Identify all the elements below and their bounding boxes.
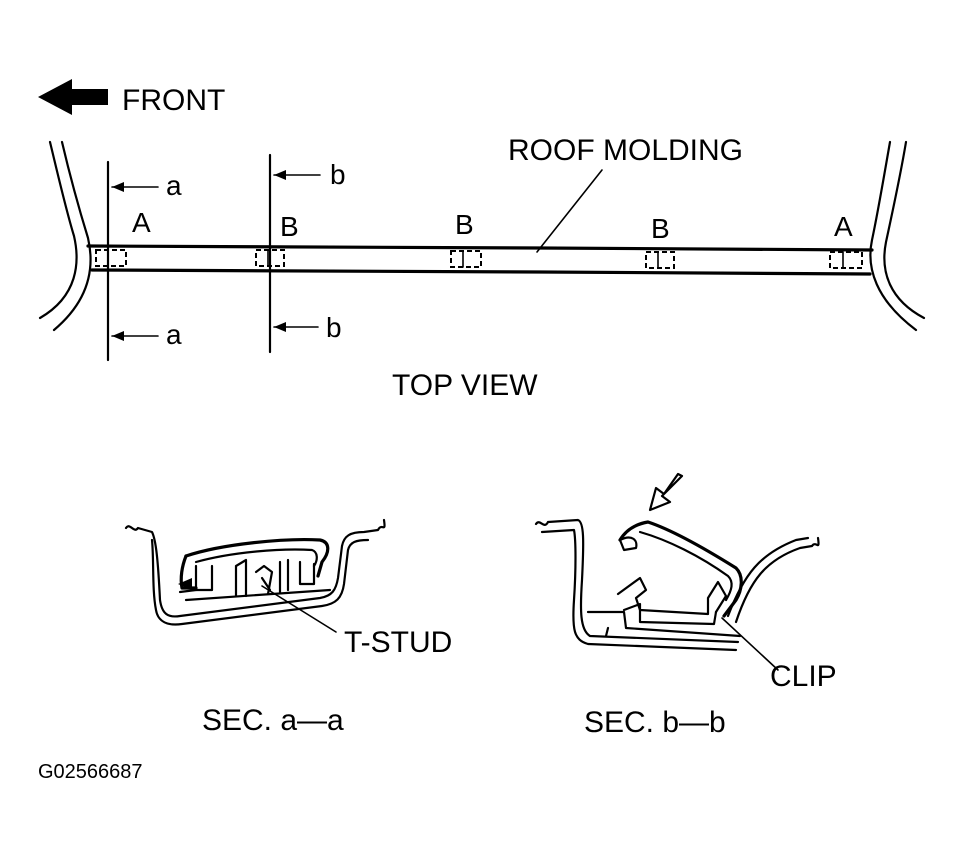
left-pillar — [38, 140, 92, 332]
right-pillar — [869, 140, 926, 332]
clip-leader — [721, 617, 779, 671]
section-a-drawing — [124, 518, 386, 626]
roof-molding-label: ROOF MOLDING — [508, 134, 743, 167]
roof-molding-strip — [86, 244, 874, 276]
press-direction-arrow-icon — [648, 472, 684, 512]
section-mark-b-bottom: b — [326, 312, 342, 343]
roof-molding-leader — [536, 169, 603, 253]
clip-label: CLIP — [770, 660, 837, 693]
section-cut-a — [106, 160, 159, 362]
fastener-letter-a-left: A — [132, 207, 151, 238]
fastener-letter-b-3: B — [651, 213, 670, 244]
front-label: FRONT — [122, 84, 225, 117]
section-mark-a-bottom: a — [166, 319, 182, 350]
front-arrow-icon — [38, 79, 108, 115]
t-stud-label: T-STUD — [344, 626, 452, 659]
t-stud-leader — [261, 585, 337, 633]
fastener-letter-b-1: B — [280, 211, 299, 242]
top-view-caption: TOP VIEW — [392, 369, 538, 402]
section-a-title: SEC. a—a — [202, 704, 344, 737]
figure-id: G02566687 — [38, 761, 143, 783]
fastener-b-3 — [645, 251, 675, 269]
section-cut-b — [268, 153, 321, 354]
section-mark-a-top: a — [166, 170, 182, 201]
fastener-a-right — [829, 251, 863, 269]
fastener-letter-b-2: B — [455, 209, 474, 240]
section-b-title: SEC. b—b — [584, 706, 726, 739]
section-mark-b-top: b — [330, 159, 346, 190]
section-b-drawing — [534, 472, 820, 652]
fastener-a-left — [95, 249, 127, 267]
fastener-b-2 — [450, 250, 482, 268]
fastener-letter-a-right: A — [834, 211, 853, 242]
